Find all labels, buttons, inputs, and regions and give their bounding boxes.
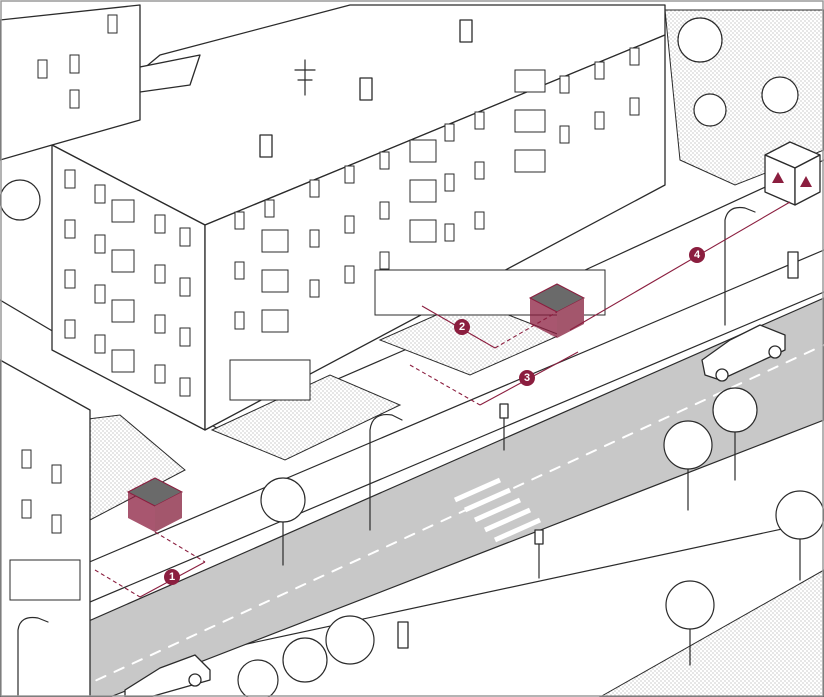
marker-2: 2 bbox=[454, 319, 470, 335]
main-building bbox=[52, 5, 665, 430]
marker-1: 1 bbox=[164, 569, 180, 585]
utility-box bbox=[765, 142, 820, 205]
marker-4: 4 bbox=[689, 247, 705, 263]
svg-text:1: 1 bbox=[169, 571, 175, 583]
svg-text:2: 2 bbox=[459, 321, 465, 333]
svg-text:4: 4 bbox=[694, 249, 701, 261]
svg-text:3: 3 bbox=[524, 372, 530, 384]
marker-3: 3 bbox=[519, 370, 535, 386]
